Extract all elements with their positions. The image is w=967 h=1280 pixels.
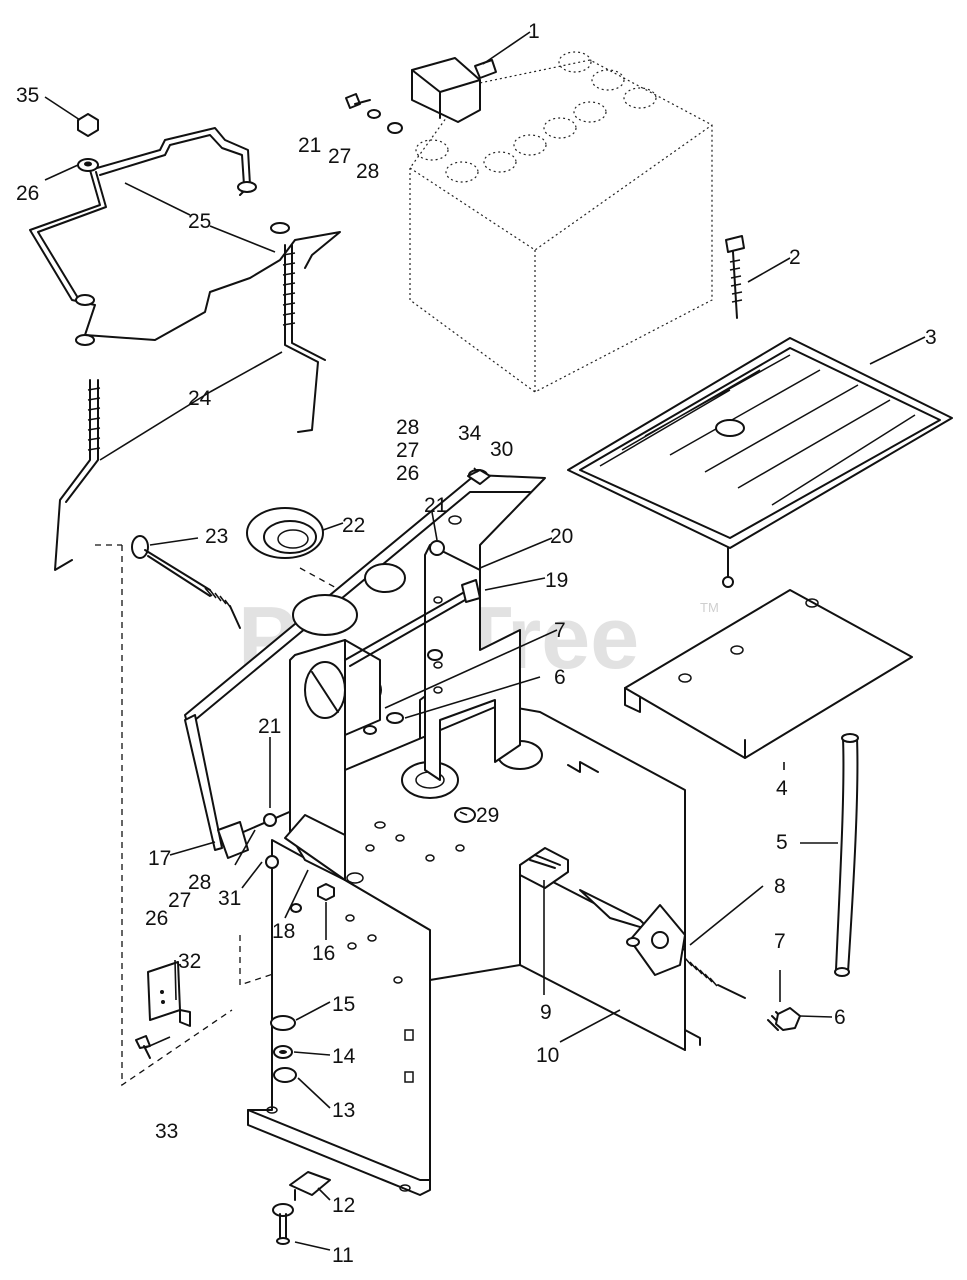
callout-26-mid: 26 [396, 462, 419, 485]
terminal-cover-part [411, 57, 497, 123]
callout-32: 32 [178, 950, 201, 973]
callout-11: 11 [332, 1244, 354, 1267]
callout-28-mid: 28 [396, 416, 419, 439]
callout-8: 8 [774, 875, 786, 898]
callout-23: 23 [205, 525, 228, 548]
lever-rod-part [131, 535, 241, 629]
bolt-part-11 [272, 1203, 294, 1245]
callout-18: 18 [272, 920, 295, 943]
callout-27-mid: 27 [396, 439, 419, 462]
callout-7-right: 7 [774, 930, 786, 953]
callout-27-low: 27 [168, 889, 191, 912]
grommet-base [363, 649, 443, 735]
callout-22: 22 [342, 514, 365, 537]
callout-21-mid: 21 [424, 494, 447, 517]
actuator-part-9 [519, 847, 569, 889]
callout-31: 31 [218, 887, 241, 910]
callout-21-left: 21 [258, 715, 281, 738]
callout-16: 16 [312, 942, 335, 965]
callout-34: 34 [458, 422, 482, 445]
hold-down-hook-part [54, 244, 326, 571]
callout-19: 19 [545, 569, 568, 592]
callout-24: 24 [188, 387, 212, 410]
callout-28-low: 28 [188, 871, 211, 894]
cover-plate-part [624, 589, 913, 759]
hold-down-bracket-part [29, 127, 341, 346]
callout-30: 30 [490, 438, 513, 461]
reference-line-rod [95, 544, 341, 591]
small-hardware-top [77, 93, 403, 172]
nut-part-16 [290, 883, 335, 913]
inner-plate-part [424, 544, 521, 781]
callout-6: 6 [554, 666, 566, 689]
callout-9: 9 [540, 1001, 552, 1024]
callout-20: 20 [550, 525, 573, 548]
washers-13-14-15 [270, 1015, 297, 1083]
lever-part-8 [579, 889, 746, 999]
watermark-trademark: TM [700, 600, 719, 615]
callout-21-top: 21 [298, 134, 321, 157]
callout-28-top: 28 [356, 160, 379, 183]
callout-4: 4 [776, 777, 788, 800]
battery-tray-part [567, 337, 953, 588]
callout-26-top: 26 [16, 182, 39, 205]
leader-lines [44, 31, 926, 1251]
callout-labels: 1 2 3 4 5 6 6 7 7 8 9 10 11 12 13 14 15 … [16, 20, 937, 1267]
callout-3: 3 [925, 326, 937, 349]
callout-25: 25 [188, 210, 211, 233]
small-hardware-right [767, 1007, 801, 1031]
callout-12: 12 [332, 1194, 355, 1217]
callout-15: 15 [332, 993, 355, 1016]
foot-bracket-part-12 [289, 1171, 331, 1201]
callout-6-right: 6 [834, 1006, 846, 1029]
callout-5: 5 [776, 831, 788, 854]
callout-1: 1 [528, 20, 540, 43]
front-channel-part [284, 639, 381, 881]
callout-27-top: 27 [328, 145, 351, 168]
battery-outline [409, 51, 713, 393]
plate-part-32 [147, 961, 191, 1027]
grommet-part-22 [246, 507, 324, 559]
callout-29: 29 [476, 804, 499, 827]
hose-part [834, 733, 859, 977]
callout-26-low: 26 [145, 907, 168, 930]
clip-part-34 [467, 469, 491, 485]
callout-17: 17 [148, 847, 171, 870]
callout-2: 2 [789, 246, 801, 269]
callout-7: 7 [554, 619, 566, 642]
callout-10: 10 [536, 1044, 559, 1067]
callout-13: 13 [332, 1099, 355, 1122]
chassis-base-part [344, 704, 701, 1051]
callout-35: 35 [16, 84, 39, 107]
bolt-part-2 [725, 235, 745, 319]
reference-line-left [121, 545, 233, 1087]
callout-14: 14 [332, 1045, 356, 1068]
callout-33: 33 [155, 1120, 178, 1143]
side-bracket-part-17 [184, 714, 279, 869]
